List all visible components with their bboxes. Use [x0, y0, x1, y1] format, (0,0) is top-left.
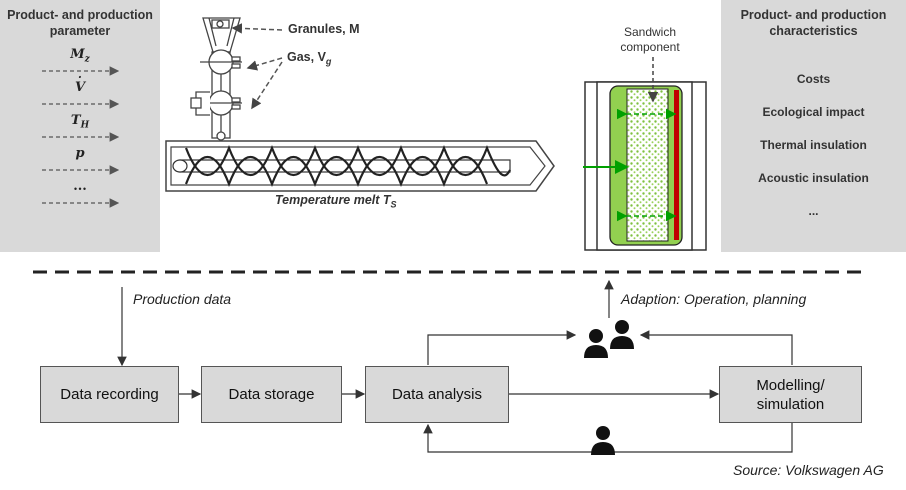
user-icon	[591, 426, 615, 455]
characteristic-thermal: Thermal insulation	[760, 138, 867, 152]
param-vdot: V·	[74, 71, 86, 95]
characteristic-costs: Costs	[796, 72, 831, 86]
parameter-arrows	[42, 66, 120, 208]
users-icon	[584, 320, 634, 358]
source-caption: Source: Volkswagen AG	[733, 462, 884, 478]
parameter-panel-title: Product- and production parameter	[7, 8, 153, 38]
analysis-to-users-arrow	[427, 330, 577, 365]
gas-pointer-2	[251, 61, 283, 110]
modelling-to-users-arrow	[639, 330, 793, 365]
characteristic-ecological: Ecological impact	[762, 105, 865, 119]
granules-label: Granules, M	[288, 22, 360, 36]
modelling-simulation-box: Modelling/ simulation	[719, 366, 862, 423]
extruder-hopper	[190, 17, 242, 141]
characteristics-panel: Product- and production characteristics …	[721, 0, 906, 252]
melt-temperature-label: Temperature melt TS	[275, 193, 397, 210]
param-th: TH	[70, 113, 90, 131]
adaption-label: Adaption: Operation, planning	[621, 291, 807, 307]
production-data-label: Production data	[133, 291, 232, 307]
characteristics-panel-title: Product- and production characteristics	[740, 8, 887, 38]
parameter-panel: Product- and production parameter Mz V· …	[0, 0, 160, 252]
extruder-barrel	[165, 140, 555, 192]
gas-label: Gas, Vg	[287, 50, 332, 67]
granules-pointer	[231, 23, 283, 34]
characteristic-acoustic: Acoustic insulation	[758, 171, 869, 185]
data-storage-box: Data storage	[201, 366, 342, 423]
characteristic-more: ...	[808, 204, 819, 218]
data-recording-box: Data recording	[40, 366, 179, 423]
param-mz: Mz	[70, 47, 90, 65]
gas-pointer-1	[246, 57, 283, 71]
param-p: p	[75, 146, 85, 161]
param-more: ...	[73, 179, 87, 194]
sandwich-label: Sandwich component	[620, 25, 680, 54]
data-analysis-box: Data analysis	[365, 366, 509, 423]
